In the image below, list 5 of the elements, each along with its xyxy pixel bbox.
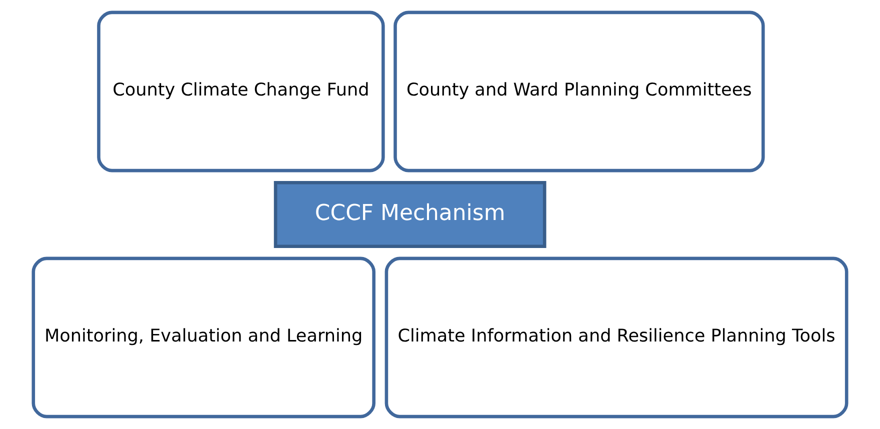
node-box: County Climate Change Fund [97, 10, 385, 172]
node-box: Monitoring, Evaluation and Learning [32, 256, 376, 418]
node-box: CCCF Mechanism [274, 181, 546, 248]
node-box: County and Ward Planning Committees [394, 10, 765, 172]
node-box: Climate Information and Resilience Planning Tools [384, 256, 848, 418]
